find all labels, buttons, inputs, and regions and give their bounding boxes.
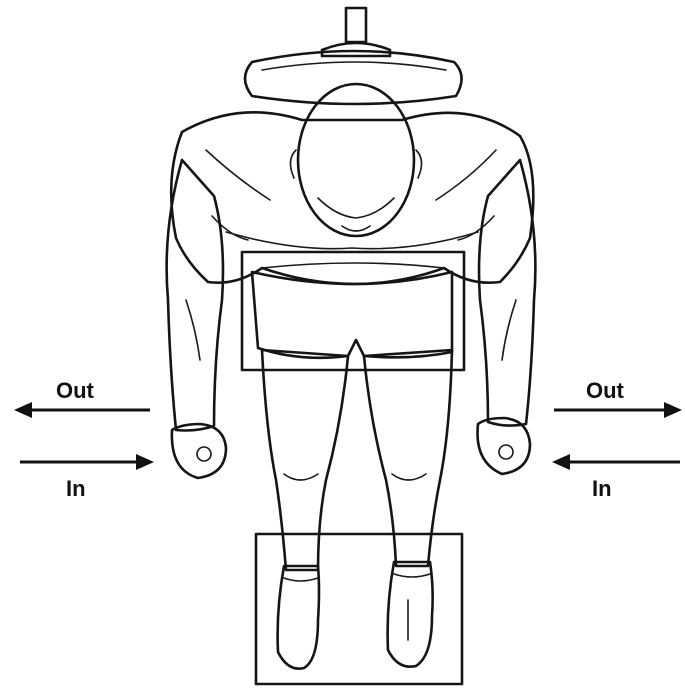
left-arm bbox=[167, 160, 223, 431]
left-out-label: Out bbox=[56, 378, 95, 403]
left-in-label: In bbox=[66, 476, 86, 501]
head bbox=[290, 84, 421, 236]
left-in-arrow bbox=[20, 454, 154, 470]
shorts bbox=[252, 272, 452, 358]
right-out-arrow bbox=[554, 402, 682, 418]
left-shoe bbox=[278, 566, 319, 669]
left-fist bbox=[172, 424, 226, 478]
right-in-arrow bbox=[552, 454, 680, 470]
right-in-label: In bbox=[592, 476, 612, 501]
right-arm bbox=[479, 160, 535, 426]
right-out-label: Out bbox=[586, 378, 625, 403]
left-out-arrow bbox=[14, 402, 150, 418]
left-leg bbox=[262, 350, 348, 570]
foot-platform bbox=[256, 534, 462, 684]
machine-seat-post bbox=[322, 8, 390, 56]
back-pad bbox=[245, 51, 462, 104]
right-shoe bbox=[388, 562, 433, 667]
